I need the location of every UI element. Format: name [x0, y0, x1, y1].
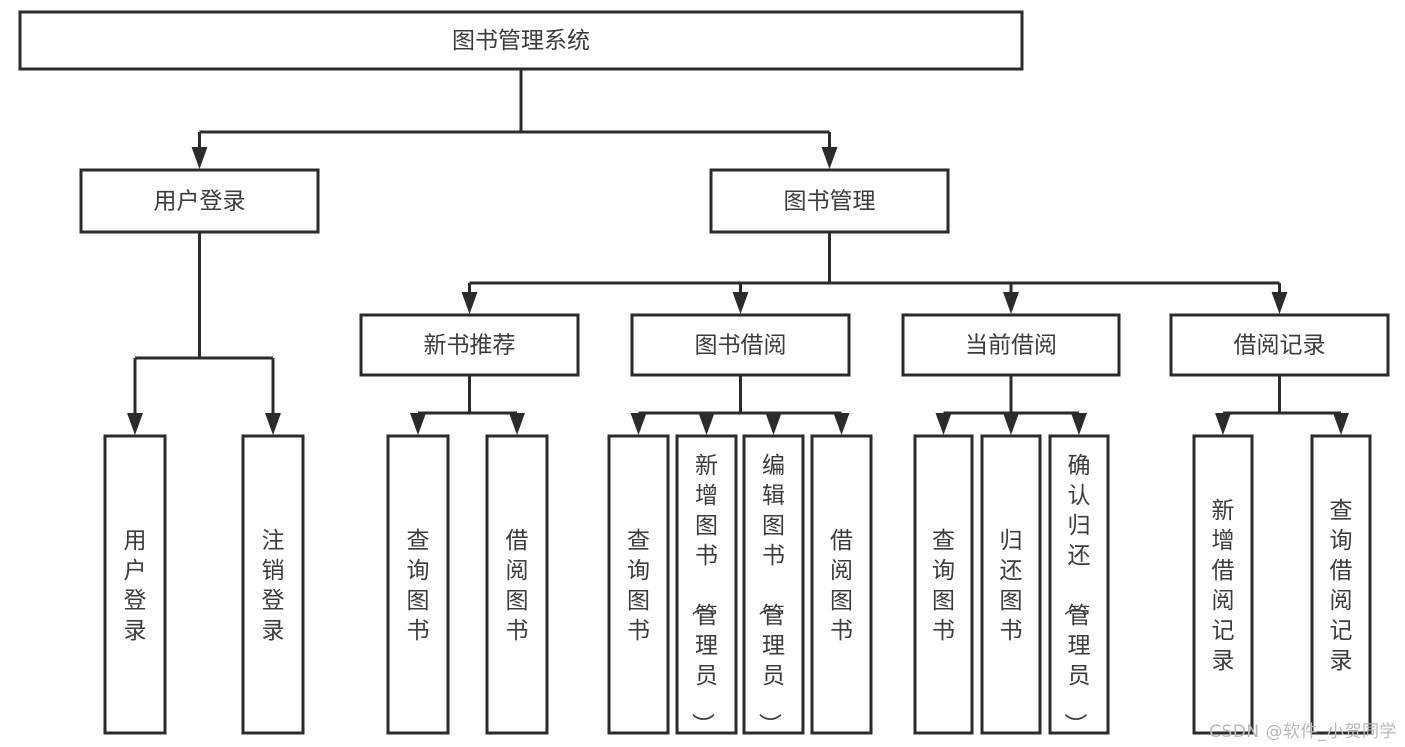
node-box[interactable] — [1169, 313, 1390, 377]
connector-layer — [127, 69, 1349, 435]
arrow-head-icon — [1333, 413, 1349, 435]
node-n-current-borrow[interactable]: 当前借阅 — [901, 313, 1121, 377]
node-l-add-record[interactable]: 新增借阅记录 — [1192, 434, 1254, 735]
arrow-head-icon — [765, 413, 782, 435]
node-l-query-book-c[interactable]: 查询图书 — [913, 434, 974, 735]
arrow-head-icon — [1215, 413, 1231, 435]
node-l-add-book[interactable]: 新增图书（管理员） — [675, 434, 738, 736]
connector-group — [1215, 375, 1349, 435]
node-label: 图书管理 — [784, 189, 876, 215]
arrow-head-icon — [732, 292, 749, 314]
node-box[interactable] — [79, 168, 320, 234]
node-n-user-login[interactable]: 用户登录 — [79, 168, 320, 234]
node-l-borrow-book-a[interactable]: 借阅图书 — [485, 434, 549, 735]
connector-group — [935, 375, 1087, 435]
node-label: 图书管理系统 — [452, 28, 590, 54]
node-label: 查询借阅记录 — [1330, 498, 1353, 674]
node-box[interactable] — [913, 434, 974, 735]
arrow-head-icon — [127, 413, 143, 435]
arrow-head-icon — [935, 413, 952, 435]
node-box[interactable] — [359, 313, 580, 377]
connector-group — [630, 375, 850, 435]
node-box[interactable] — [18, 10, 1024, 71]
node-box[interactable] — [1192, 434, 1254, 735]
node-layer: 图书管理系统用户登录图书管理新书推荐图书借阅当前借阅借阅记录用户登录注销登录查询… — [18, 10, 1390, 736]
connector-group — [127, 232, 281, 435]
node-label: 图书借阅 — [695, 333, 787, 359]
arrow-head-icon — [1003, 292, 1019, 314]
node-l-query-book-a[interactable]: 查询图书 — [386, 434, 450, 735]
node-box[interactable] — [901, 313, 1121, 377]
node-label: 查询图书 — [627, 528, 650, 644]
arrow-head-icon — [833, 413, 850, 435]
node-box[interactable] — [485, 434, 549, 735]
arrow-head-icon — [265, 413, 281, 435]
node-l-user-login[interactable]: 用户登录 — [103, 434, 167, 735]
arrow-head-icon — [410, 413, 426, 435]
node-label: 借阅图书 — [506, 528, 529, 644]
node-label: 注销登录 — [262, 528, 285, 644]
connector-group — [410, 375, 525, 435]
node-box[interactable] — [103, 434, 167, 735]
node-box[interactable] — [1310, 434, 1372, 735]
node-label: 借阅图书 — [830, 528, 853, 644]
arrow-head-icon — [1071, 413, 1087, 435]
node-box[interactable] — [1048, 434, 1110, 735]
node-n-borrow-record[interactable]: 借阅记录 — [1169, 313, 1390, 377]
arrow-head-icon — [630, 413, 647, 435]
node-l-confirm-return[interactable]: 确认归还（管理员） — [1048, 434, 1110, 736]
node-label: 新增借阅记录 — [1212, 498, 1235, 674]
node-label: 归还图书 — [1000, 528, 1023, 644]
node-l-query-book-b[interactable]: 查询图书 — [607, 434, 670, 735]
node-l-borrow-book-b[interactable]: 借阅图书 — [810, 434, 873, 735]
node-label: 新书推荐 — [424, 333, 516, 359]
arrow-head-icon — [821, 147, 838, 169]
node-label: 新增图书（管理员） — [689, 453, 718, 736]
node-l-query-record[interactable]: 查询借阅记录 — [1310, 434, 1372, 735]
node-box[interactable] — [607, 434, 670, 735]
node-label: 确认归还（管理员） — [1062, 453, 1091, 736]
node-box[interactable] — [386, 434, 450, 735]
node-box[interactable] — [709, 168, 950, 234]
node-box[interactable] — [810, 434, 873, 735]
node-box[interactable] — [630, 313, 851, 377]
node-root[interactable]: 图书管理系统 — [18, 10, 1024, 71]
connector-group — [461, 232, 1288, 314]
node-label: 用户登录 — [124, 528, 147, 644]
node-label: 借阅记录 — [1234, 333, 1326, 359]
arrow-head-icon — [1271, 292, 1288, 314]
node-box[interactable] — [980, 434, 1042, 735]
node-l-logout[interactable]: 注销登录 — [241, 434, 305, 735]
node-box[interactable] — [742, 434, 805, 735]
arrow-head-icon — [698, 413, 715, 435]
node-label: 编辑图书（管理员） — [756, 453, 785, 736]
node-label: 当前借阅 — [965, 333, 1057, 359]
node-label: 用户登录 — [154, 189, 246, 215]
node-l-edit-book[interactable]: 编辑图书（管理员） — [742, 434, 805, 736]
arrow-head-icon — [461, 292, 478, 314]
node-n-book-mgmt[interactable]: 图书管理 — [709, 168, 950, 234]
connector-group — [191, 69, 838, 169]
node-box[interactable] — [675, 434, 738, 735]
node-n-new-book-rec[interactable]: 新书推荐 — [359, 313, 580, 377]
node-label: 查询图书 — [932, 528, 955, 644]
node-l-return-book[interactable]: 归还图书 — [980, 434, 1042, 735]
node-box[interactable] — [241, 434, 305, 735]
arrow-head-icon — [1003, 413, 1019, 435]
arrow-head-icon — [509, 413, 525, 435]
node-n-book-borrow[interactable]: 图书借阅 — [630, 313, 851, 377]
arrow-head-icon — [191, 147, 208, 169]
node-label: 查询图书 — [407, 528, 430, 644]
